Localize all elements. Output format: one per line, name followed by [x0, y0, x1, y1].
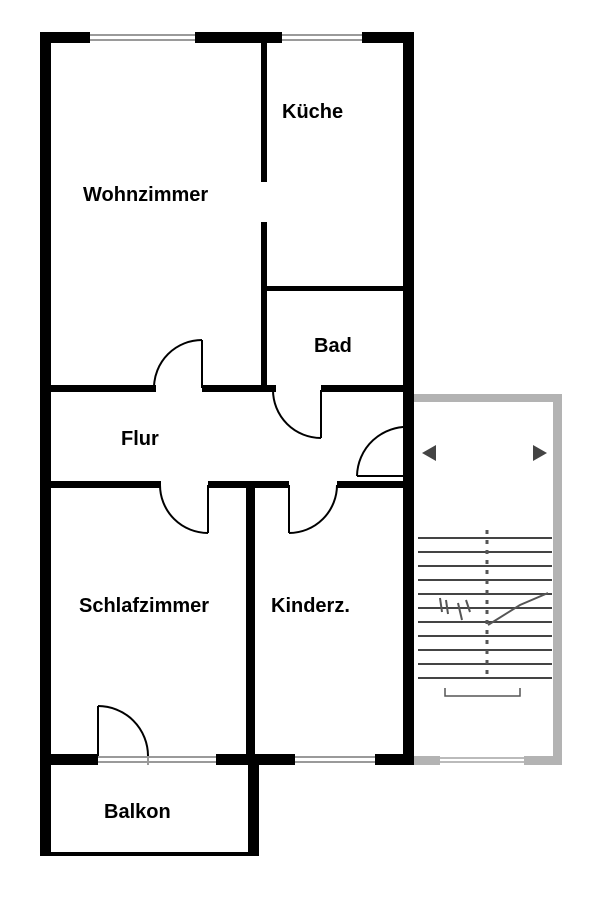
room-label-kueche: Küche — [282, 101, 343, 123]
room-label-kinderzimmer: Kinderz. — [271, 595, 350, 617]
window-schlafzimmer — [98, 754, 216, 765]
door-kinderzimmer — [288, 484, 338, 534]
stairwell — [410, 394, 562, 765]
door-wohnzimmer — [153, 339, 203, 389]
window-kinderzimmer — [295, 754, 375, 765]
stair-steps — [418, 537, 552, 679]
arrow-right-icon — [533, 445, 547, 461]
door-entrance — [356, 425, 411, 477]
door-bad — [272, 389, 322, 439]
window-wohnzimmer — [90, 32, 195, 43]
door-schlafzimmer — [159, 484, 209, 534]
stairwell-window — [440, 756, 524, 765]
walls — [40, 32, 414, 856]
doors — [97, 339, 411, 757]
room-label-wohnzimmer: Wohnzimmer — [83, 184, 208, 206]
windows — [90, 32, 375, 765]
door-balkon — [97, 705, 149, 757]
room-label-balkon: Balkon — [104, 801, 171, 823]
arrow-left-icon — [422, 445, 436, 461]
window-kueche — [282, 32, 362, 43]
room-label-schlafzimmer: Schlafzimmer — [79, 595, 209, 617]
room-label-flur: Flur — [121, 428, 159, 450]
room-labels: Wohnzimmer Küche Bad Flur Schlafzimmer K… — [79, 101, 352, 823]
room-label-bad: Bad — [314, 335, 352, 357]
